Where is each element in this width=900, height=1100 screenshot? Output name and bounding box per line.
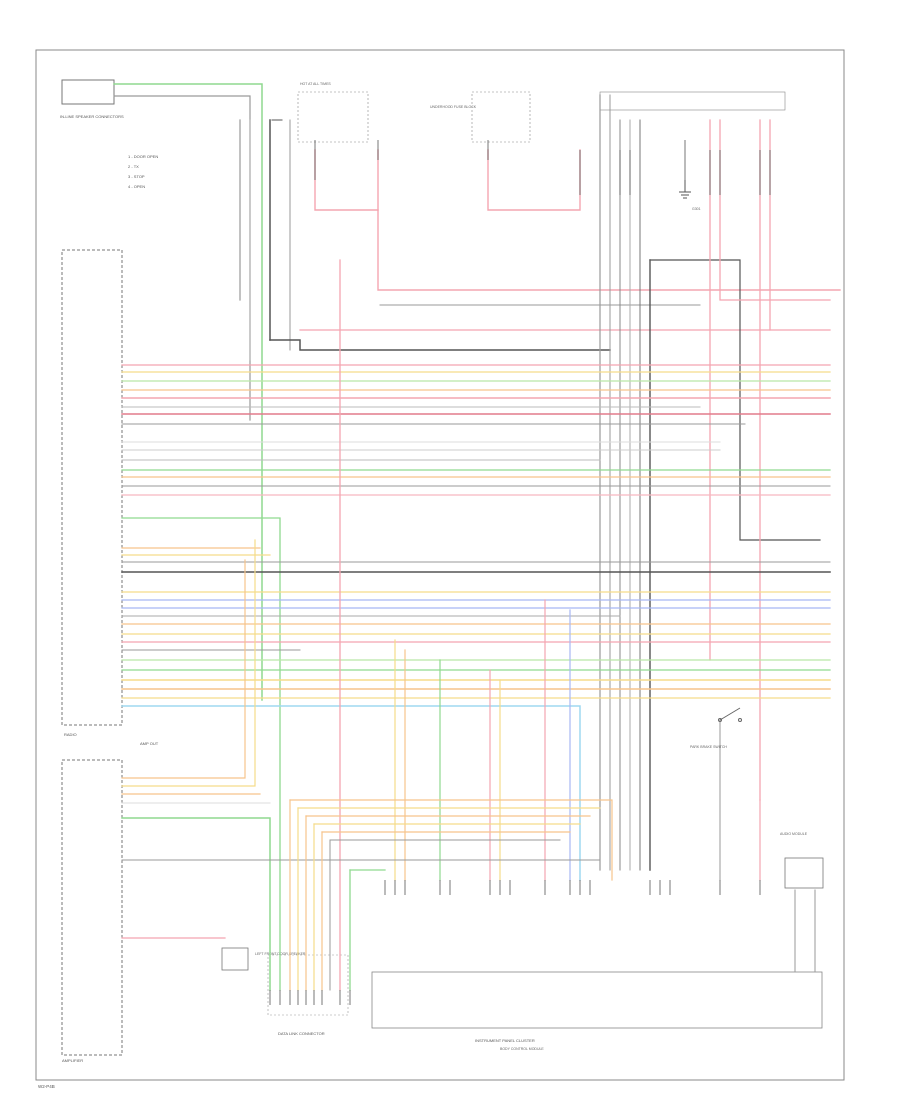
speaker-box [221, 947, 249, 971]
park-brake-label: PARK BRAKE SWITCH [690, 745, 727, 749]
legend-item-4: 4 - OPEN [128, 184, 145, 189]
fuse-block-label: UNDERHOOD FUSE BLOCK [430, 105, 477, 109]
legend: 1 - DOOR OPEN 2 - TX 3 - STOP 4 - OPEN [128, 154, 158, 189]
right-audio-label: AUDIO MODULE [780, 832, 808, 836]
amplifier-label: AMPLIFIER [62, 1058, 83, 1063]
bcm-label: INSTRUMENT PANEL CLUSTER [475, 1038, 535, 1043]
bcm-connector [371, 971, 823, 1029]
amp-out-label: AMP OUT [140, 741, 159, 746]
fuse-block-1 [297, 91, 369, 143]
data-link-label: DATA LINK CONNECTOR [278, 1031, 325, 1036]
fuse-block-3 [599, 91, 786, 111]
bottom-connector-pins [269, 880, 761, 1005]
fuse-block-2 [471, 91, 531, 143]
ground-label: G301 [692, 207, 701, 211]
bottom-connector-left [267, 954, 349, 1016]
bcm-sublabel: BODY CONTROL MODULE [500, 1047, 544, 1051]
diagram-border [35, 49, 845, 1081]
radio-label: RADIO [64, 732, 77, 737]
radio-module [61, 249, 123, 726]
top-left-connector [61, 79, 115, 105]
legend-item-2: 2 - TX [128, 164, 139, 169]
top-left-label: IN-LINE SPEAKER CONNECTORS [60, 114, 124, 119]
park-brake-switch [718, 707, 742, 722]
ground-symbol [679, 180, 691, 199]
page-code: W2-P4B [38, 1084, 55, 1089]
legend-item-3: 3 - STOP [128, 174, 145, 179]
right-audio-box [784, 857, 824, 889]
top-connector-pins [314, 140, 771, 195]
amplifier-module [61, 759, 123, 1056]
legend-item-1: 1 - DOOR OPEN [128, 154, 158, 159]
wires [113, 83, 841, 991]
hot-at-all-times-label: HOT AT ALL TIMES [300, 82, 331, 86]
